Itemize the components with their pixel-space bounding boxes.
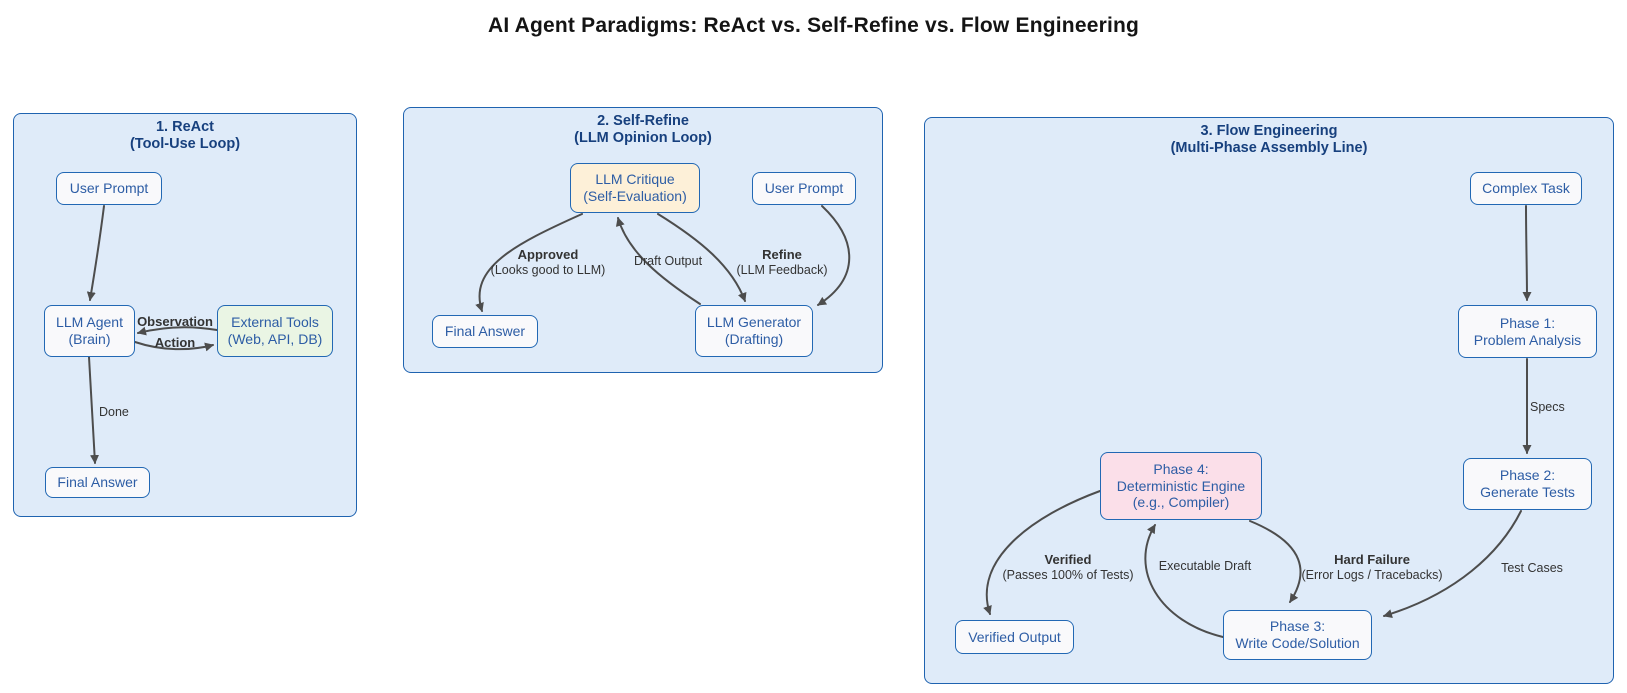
- react-panel-title-line1: 1. ReAct: [155, 119, 215, 135]
- edge-refine-critique-to-generator: [657, 213, 747, 302]
- node-user-prompt-react: User Prompt: [56, 172, 162, 205]
- self-refine-panel-title: 2. Self-Refine (LLM Opinion Loop): [404, 113, 882, 147]
- node-label-line: Phase 4:: [1153, 460, 1209, 477]
- node-label-line: Phase 2:: [1499, 467, 1556, 484]
- edge-observation-tools-to-agent: [137, 326, 218, 336]
- node-label-line: (Self-Evaluation): [583, 188, 687, 204]
- node-label: Verified Output: [968, 628, 1061, 645]
- edge-label-hard-failure: Hard Failure (Error Logs / Tracebacks): [1301, 552, 1443, 582]
- node-label: Final Answer: [57, 474, 138, 491]
- node-label-line: (Drafting): [724, 331, 784, 347]
- node-label-line: (e.g., Compiler): [1132, 494, 1230, 511]
- edge-verified-phase4-to-verified-output: [983, 490, 1101, 615]
- edge-label-specs: Specs: [1530, 400, 1565, 414]
- node-label: Final Answer: [444, 323, 526, 340]
- edge-hard-failure-phase4-to-phase3: [1249, 520, 1302, 603]
- edge-user-prompt-to-llm-agent: [86, 205, 105, 301]
- self-refine-panel-title-line1: 2. Self-Refine: [597, 113, 689, 129]
- react-panel-title-line2: (Tool-Use Loop): [129, 136, 241, 153]
- node-label-line: Phase 1:: [1499, 314, 1556, 331]
- edge-label-test-cases: Test Cases: [1501, 561, 1563, 575]
- edge-label-done: Done: [99, 405, 129, 419]
- edge-draft-output-generator-to-critique: [615, 217, 701, 305]
- edge-user-prompt-to-generator: [817, 205, 851, 306]
- edge-label-approved: Approved (Looks good to LLM): [490, 247, 606, 277]
- node-label-line: Phase 3:: [1269, 618, 1326, 635]
- node-label-line: Write Code/Solution: [1235, 635, 1360, 651]
- edge-approved-critique-to-final-answer: [475, 213, 583, 312]
- node-llm-generator: LLM Generator (Drafting): [695, 305, 813, 357]
- node-llm-critique: LLM Critique (Self-Evaluation): [570, 163, 700, 213]
- edge-executable-draft-phase3-to-phase4: [1144, 524, 1224, 638]
- edge-complex-task-to-phase1: [1522, 205, 1532, 301]
- react-panel-title: 1. ReAct (Tool-Use Loop): [14, 119, 356, 153]
- flow-engineering-panel-title: 3. Flow Engineering (Multi-Phase Assembl…: [925, 123, 1613, 157]
- edge-label-verified: Verified (Passes 100% of Tests): [1002, 552, 1134, 582]
- node-external-tools: External Tools (Web, API, DB): [217, 305, 333, 357]
- node-label-line: LLM Agent: [56, 314, 123, 331]
- node-llm-agent: LLM Agent (Brain): [44, 305, 135, 357]
- node-label-line: Problem Analysis: [1473, 331, 1582, 348]
- node-phase1-problem-analysis: Phase 1: Problem Analysis: [1458, 305, 1597, 358]
- edge-label-action: Action: [154, 335, 196, 350]
- node-user-prompt-self-refine: User Prompt: [752, 172, 856, 205]
- node-phase2-generate-tests: Phase 2: Generate Tests: [1463, 458, 1592, 510]
- node-label-line: LLM Critique: [595, 171, 675, 188]
- flow-engineering-panel-title-line2: (Multi-Phase Assembly Line): [1170, 140, 1368, 157]
- node-complex-task: Complex Task: [1470, 172, 1582, 205]
- edge-done-agent-to-final-answer: [88, 356, 100, 464]
- node-phase4-deterministic-engine: Phase 4: Deterministic Engine (e.g., Com…: [1100, 452, 1262, 520]
- edge-label-refine: Refine (LLM Feedback): [736, 247, 828, 277]
- flow-engineering-panel-title-line1: 3. Flow Engineering: [1200, 123, 1338, 139]
- node-phase3-write-code: Phase 3: Write Code/Solution: [1223, 610, 1372, 660]
- node-label-line: LLM Generator: [706, 314, 802, 331]
- node-label-line: Generate Tests: [1480, 484, 1575, 500]
- flow-engineering-panel: 3. Flow Engineering (Multi-Phase Assembl…: [924, 117, 1614, 684]
- node-label-line: (Web, API, DB): [227, 331, 323, 347]
- page-title: AI Agent Paradigms: ReAct vs. Self-Refin…: [487, 14, 1140, 37]
- edge-action-agent-to-tools: [134, 341, 214, 352]
- node-label: User Prompt: [69, 180, 149, 197]
- node-label-line: (Brain): [68, 331, 111, 347]
- node-verified-output: Verified Output: [955, 620, 1074, 654]
- node-final-answer-react: Final Answer: [45, 467, 150, 498]
- node-label-line: External Tools: [231, 314, 319, 331]
- node-label-line: Deterministic Engine: [1116, 477, 1246, 494]
- edge-label-draft-output: Draft Output: [633, 254, 703, 268]
- edge-label-executable-draft: Executable Draft: [1158, 559, 1252, 573]
- node-label: Complex Task: [1482, 180, 1570, 197]
- self-refine-panel-title-line2: (LLM Opinion Loop): [574, 130, 712, 147]
- edge-test-cases-phase2-to-phase3: [1383, 510, 1522, 618]
- node-final-answer-self-refine: Final Answer: [432, 315, 538, 348]
- edge-label-observation: Observation: [137, 314, 213, 329]
- node-label: User Prompt: [764, 180, 844, 197]
